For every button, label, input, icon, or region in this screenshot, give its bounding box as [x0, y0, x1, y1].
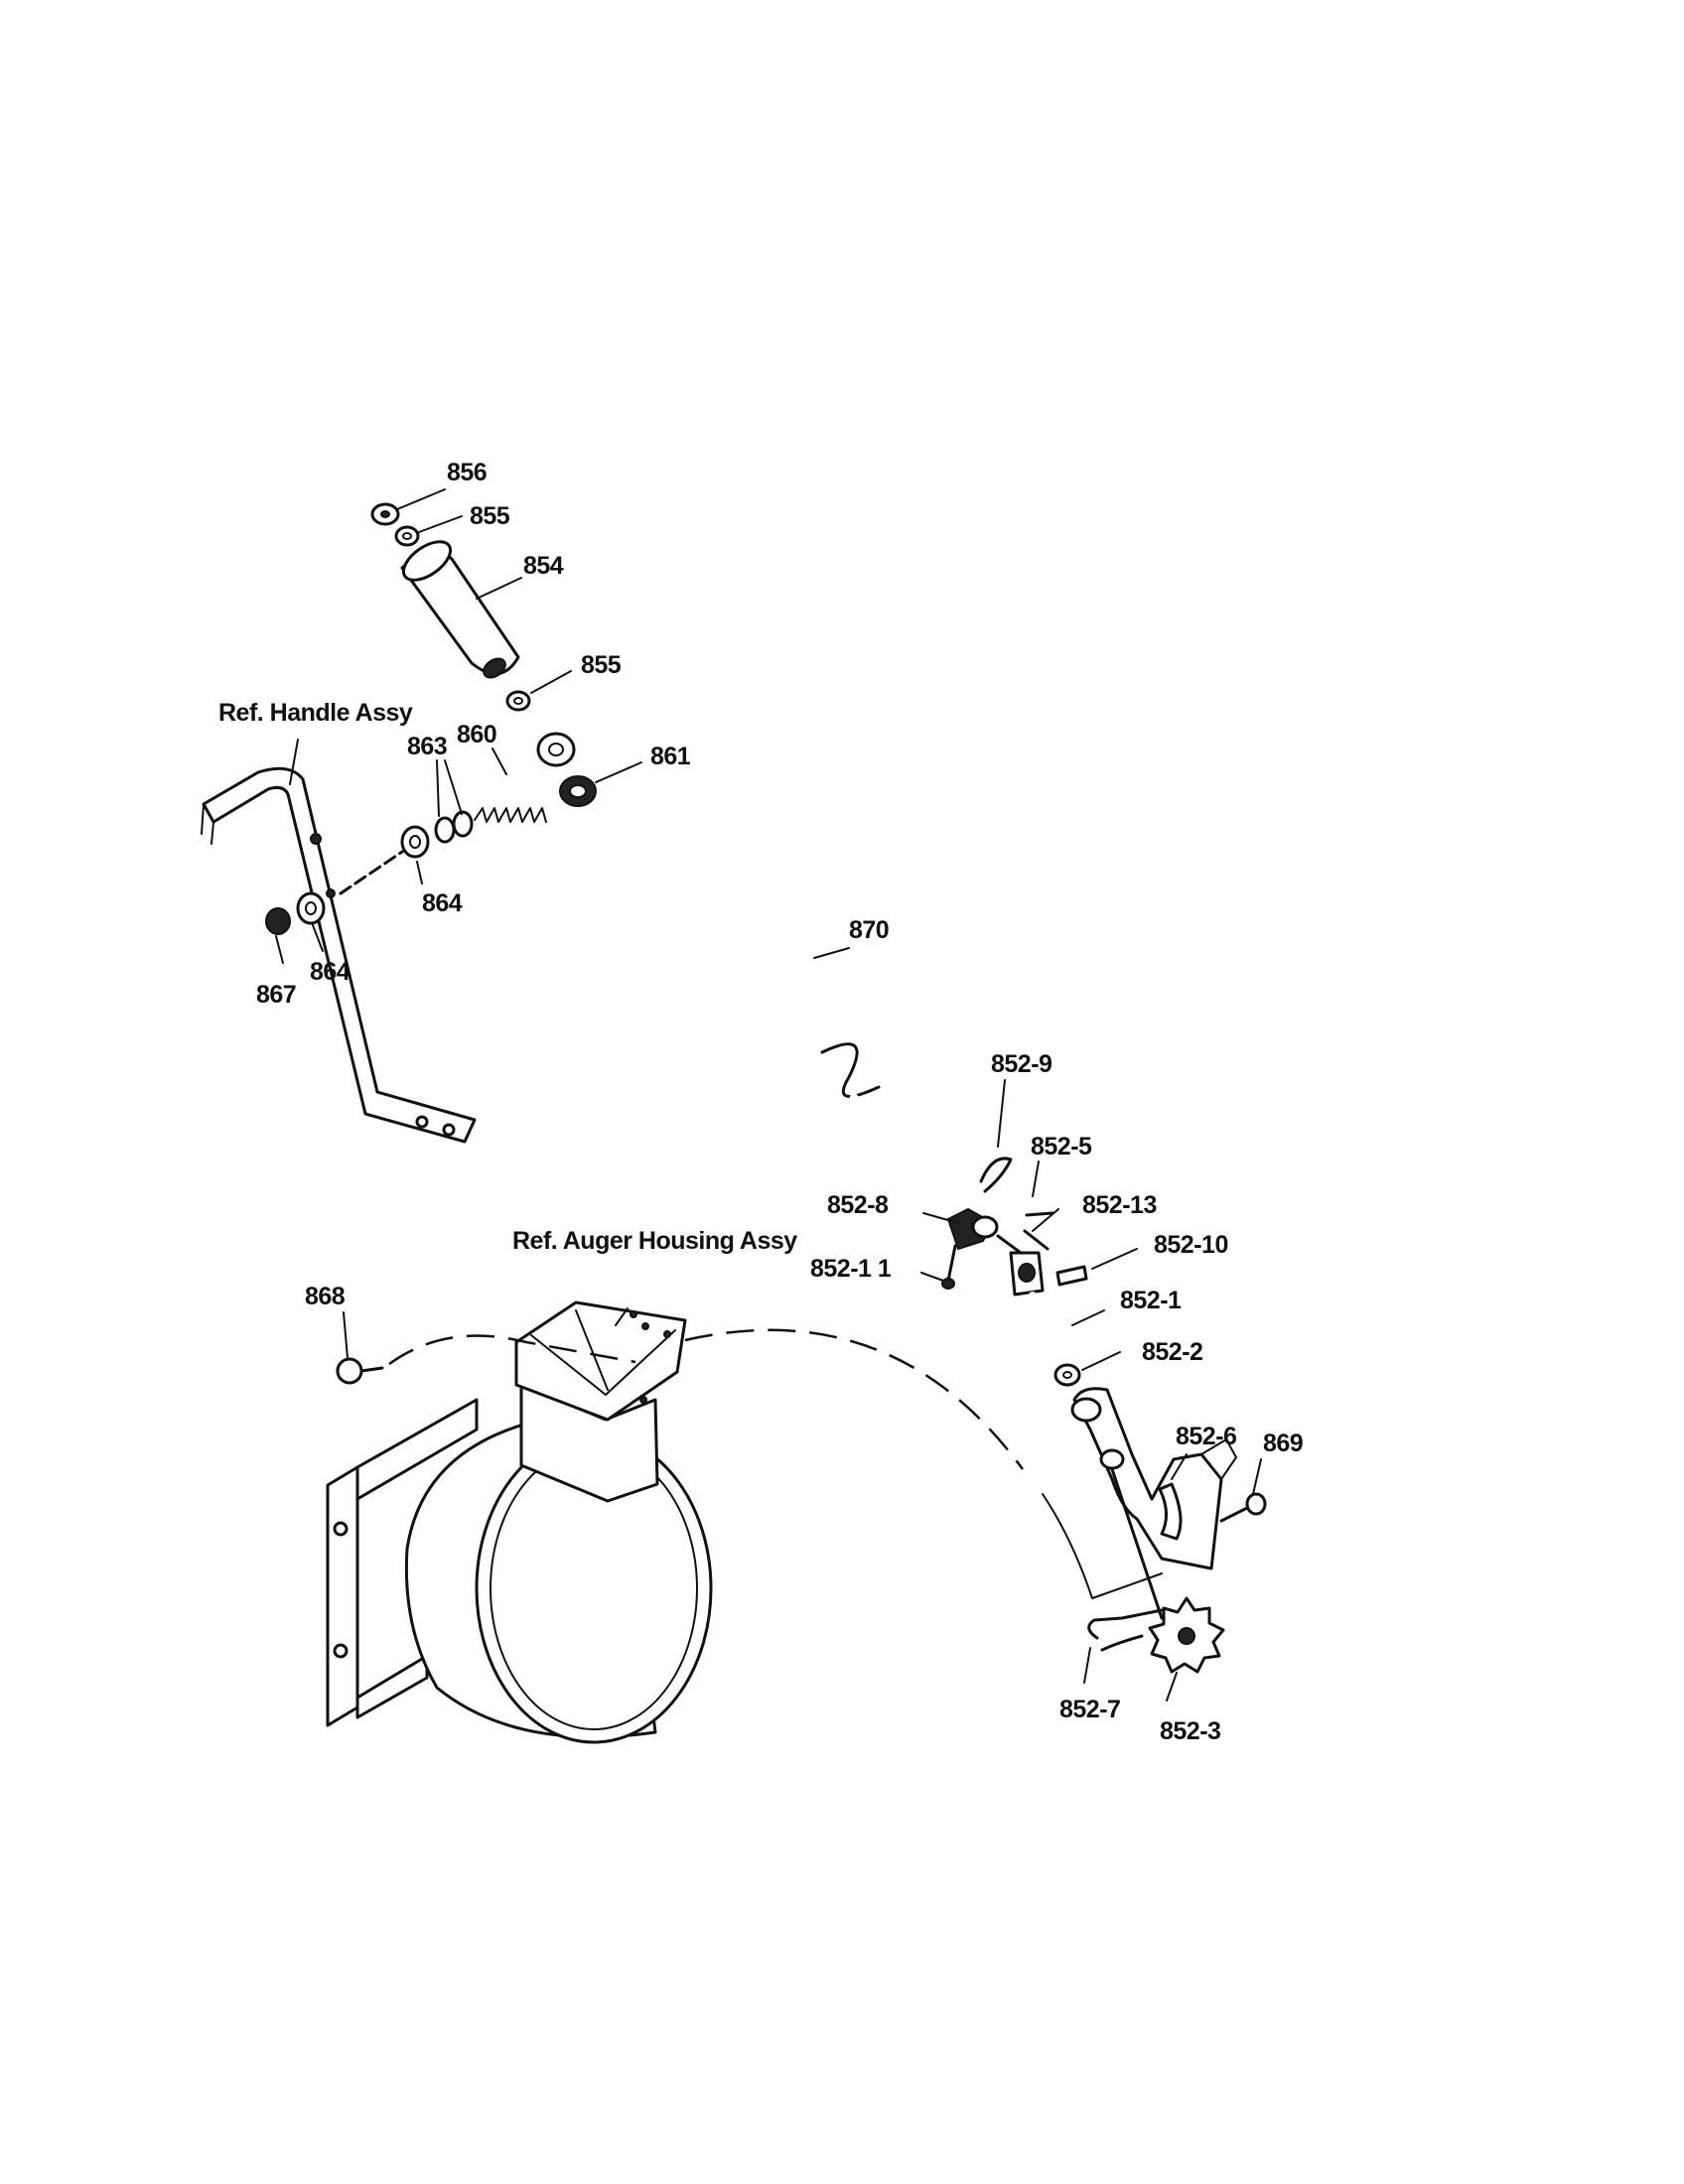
washer-852-2 [1053, 1363, 1081, 1387]
label-852-1: 852-1 [1120, 1287, 1182, 1314]
part-labels: 856 855 854 855 861 860 863 864 864 867 … [218, 459, 1304, 1745]
label-864-left: 864 [310, 958, 351, 986]
crank-rod-870 [594, 813, 954, 1227]
label-852-5: 852-5 [1031, 1133, 1092, 1160]
guide-line [1042, 1493, 1163, 1599]
nut-863-b [452, 810, 474, 838]
handle-assembly [201, 766, 477, 1144]
nut-863-a [434, 816, 456, 844]
label-861: 861 [650, 743, 691, 770]
washer-855-top [394, 525, 420, 547]
bolt-868 [336, 1357, 384, 1385]
label-870: 870 [849, 916, 889, 944]
label-ref-auger-housing-assy: Ref. Auger Housing Assy [512, 1227, 797, 1255]
label-867: 867 [256, 981, 296, 1009]
universal-joint [941, 1157, 1088, 1387]
label-852-3: 852-3 [1160, 1717, 1220, 1745]
label-854: 854 [523, 552, 564, 580]
label-852-2: 852-2 [1142, 1338, 1202, 1366]
nut-867 [265, 907, 291, 935]
label-860: 860 [457, 721, 496, 749]
label-852-9: 852-9 [991, 1050, 1052, 1078]
label-852-13: 852-13 [1082, 1191, 1157, 1219]
nut-869 [1245, 1492, 1267, 1516]
label-ref-handle-assy: Ref. Handle Assy [218, 699, 413, 727]
gear-852-3 [1148, 1596, 1225, 1674]
dashed-guide [388, 1328, 1025, 1470]
label-852-7: 852-7 [1059, 1696, 1120, 1723]
label-856: 856 [447, 459, 487, 486]
leader-lines [275, 488, 1262, 1702]
label-852-11: 852-1 1 [810, 1255, 892, 1283]
label-869: 869 [1263, 1430, 1303, 1457]
auger-housing [326, 1300, 713, 1744]
handle-hardware [265, 807, 547, 935]
label-852-8: 852-8 [827, 1191, 889, 1219]
washer-864-right [400, 825, 430, 859]
washer-864-left [296, 891, 326, 925]
washer-855-mid [505, 690, 531, 712]
label-863: 863 [407, 733, 447, 760]
label-855-mid: 855 [581, 651, 622, 679]
label-852-10: 852-10 [1154, 1231, 1228, 1259]
label-852-6: 852-6 [1176, 1423, 1236, 1450]
roller-assembly [370, 502, 597, 807]
label-855-top: 855 [470, 502, 510, 530]
label-868: 868 [305, 1283, 346, 1310]
bracket-assembly [1070, 1387, 1267, 1674]
label-864-right: 864 [422, 889, 463, 917]
